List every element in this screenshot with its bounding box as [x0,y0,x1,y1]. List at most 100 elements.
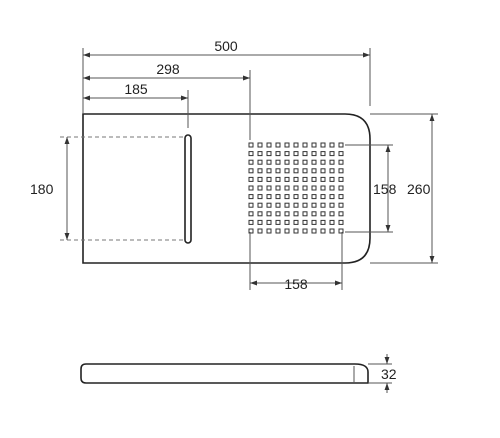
drain-hole [320,194,326,200]
drain-hole [311,151,317,157]
drain-hole [257,176,263,182]
drain-hole [248,168,254,174]
drain-hole [338,185,344,191]
drain-hole [266,194,272,200]
drain-hole [293,202,299,208]
drain-hole [284,219,290,225]
drain-hole [302,142,308,148]
drain-hole [266,211,272,217]
drain-hole [248,211,254,217]
drain-hole [338,176,344,182]
drain-hole [302,219,308,225]
drain-hole [320,211,326,217]
drain-hole [311,228,317,234]
drain-hole [302,151,308,157]
drain-hole [329,219,335,225]
drain-hole [275,176,281,182]
drain-hole [311,159,317,165]
drain-hole [284,185,290,191]
drain-hole [302,211,308,217]
drain-hole-grid [248,142,344,234]
drain-hole [248,185,254,191]
drain-hole [284,194,290,200]
label-grid-width: 158 [284,276,308,292]
drain-hole [320,168,326,174]
drain-hole [266,176,272,182]
drain-hole [275,151,281,157]
drain-hole [293,194,299,200]
drain-hole [311,202,317,208]
drain-hole [284,176,290,182]
label-slot-position: 185 [124,81,148,97]
label-overall-length: 500 [214,38,238,54]
drain-hole [257,159,263,165]
drain-hole [311,142,317,148]
drain-hole [257,185,263,191]
drain-hole [293,168,299,174]
drain-hole [320,228,326,234]
drain-hole [320,176,326,182]
drain-hole [293,151,299,157]
drain-hole [320,159,326,165]
drain-hole [248,159,254,165]
label-thickness: 32 [381,366,397,382]
drain-hole [266,202,272,208]
drain-hole [275,159,281,165]
dimension-slot-position: 185 [83,81,189,128]
label-overall-width: 260 [407,181,431,197]
dimension-slot-depth: 180 [30,136,186,241]
drain-hole [248,194,254,200]
drain-hole [275,202,281,208]
drain-hole [248,176,254,182]
drain-hole [248,151,254,157]
drain-hole [257,151,263,157]
drain-hole [275,185,281,191]
tray-side-view [80,363,369,384]
drain-hole [284,211,290,217]
drain-hole [275,219,281,225]
dimension-overall-length: 500 [82,38,371,114]
drain-hole [266,228,272,234]
drain-hole [248,202,254,208]
drain-hole [329,151,335,157]
label-slot-depth: 180 [30,181,54,197]
drain-hole [311,211,317,217]
drain-hole [293,228,299,234]
drain-hole [329,168,335,174]
drain-hole [257,168,263,174]
drain-hole [275,168,281,174]
drain-hole [275,142,281,148]
label-grid-start: 298 [156,61,180,77]
drain-hole [293,219,299,225]
drain-hole [338,168,344,174]
drain-hole [320,185,326,191]
drain-hole [284,168,290,174]
drain-hole [257,219,263,225]
drain-hole [320,142,326,148]
dimension-grid-height: 158 [345,144,397,233]
drain-hole [302,185,308,191]
drain-hole [329,228,335,234]
drain-hole [329,202,335,208]
dimension-grid-start: 298 [83,61,251,140]
dimension-grid-width: 158 [249,232,343,292]
drain-hole [275,194,281,200]
drain-hole [311,194,317,200]
drain-hole [284,228,290,234]
dimension-overall-width: 260 [370,113,438,264]
drain-hole [266,168,272,174]
drain-hole [338,228,344,234]
drain-hole [302,228,308,234]
label-grid-height: 158 [373,181,397,197]
drain-hole [284,151,290,157]
dimension-thickness: 32 [368,354,397,393]
drain-hole [311,219,317,225]
drain-hole [302,202,308,208]
drain-hole [275,228,281,234]
drain-hole [338,211,344,217]
drain-hole [311,176,317,182]
drain-hole [257,194,263,200]
drain-hole [338,194,344,200]
drain-hole [293,211,299,217]
drain-hole [293,159,299,165]
